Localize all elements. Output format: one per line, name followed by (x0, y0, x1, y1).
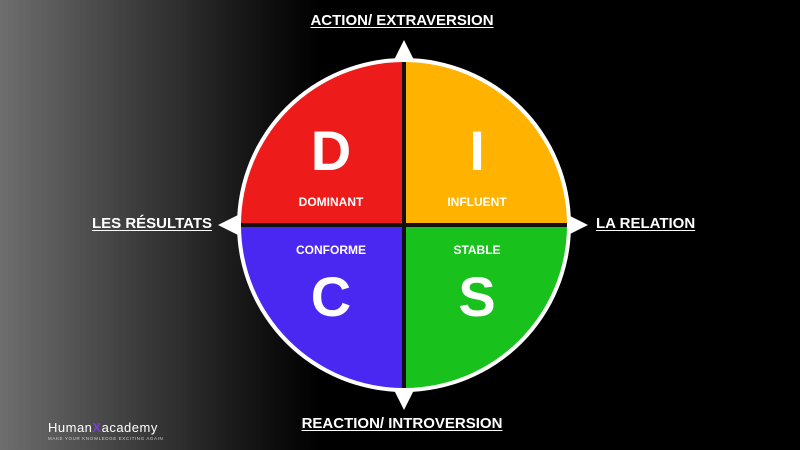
label-dominant: DOMINANT (299, 195, 364, 209)
logo-part-x: X (92, 420, 102, 435)
logo-part-academy: academy (101, 420, 158, 435)
letter-s: S (458, 265, 495, 328)
quadrant-stable (404, 225, 567, 388)
letter-c: C (311, 265, 351, 328)
logo-tagline: MAKE YOUR KNOWLEDGE EXCITING AGAIN (48, 436, 164, 441)
axis-label-bottom: REACTION/ INTROVERSION (301, 415, 503, 432)
axis-label-top: ACTION/ EXTRAVERSION (310, 12, 494, 29)
quadrant-influent (404, 62, 567, 225)
letter-d: D (311, 119, 351, 182)
label-conforme: CONFORME (296, 243, 366, 257)
arrow-up-icon (394, 40, 414, 60)
label-stable: STABLE (453, 243, 500, 257)
letter-i: I (469, 119, 485, 182)
humanx-academy-logo: HumanXacademy MAKE YOUR KNOWLEDGE EXCITI… (48, 420, 163, 441)
arrow-left-icon (218, 215, 238, 235)
quadrant-dominant (241, 62, 404, 225)
axis-label-right: LA RELATION (596, 215, 696, 232)
arrow-down-icon (394, 390, 414, 410)
quadrant-conforme (241, 225, 404, 388)
arrow-right-icon (568, 215, 588, 235)
label-influent: INFLUENT (447, 195, 507, 209)
logo-part-human: Human (48, 420, 93, 435)
logo-wordmark: HumanXacademy (48, 420, 163, 435)
axis-label-left: LES RÉSULTATS (92, 215, 212, 232)
